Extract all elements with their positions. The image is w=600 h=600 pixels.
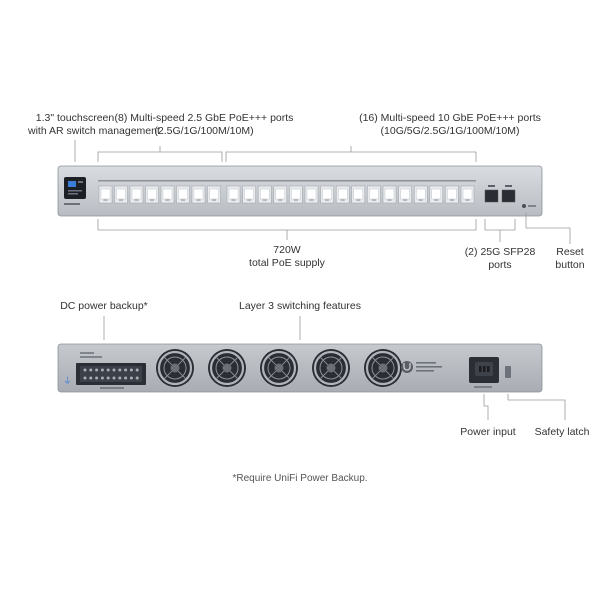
sfp28-ports <box>484 185 516 203</box>
reset-callout: Reset button <box>548 246 592 272</box>
rj45-port <box>335 185 350 204</box>
rj45-port <box>320 185 334 204</box>
ports-2-5g-group <box>98 185 221 204</box>
layer3-callout-line1: Layer 3 switching features <box>239 300 361 312</box>
reset-callout-line2: button <box>555 259 585 271</box>
cooling-fans <box>156 349 402 387</box>
layer3-callout: Layer 3 switching features <box>230 300 370 313</box>
reset-button-hole <box>522 204 526 208</box>
rj45-port <box>257 185 272 204</box>
fan-icon <box>208 349 246 387</box>
back-callout-lines <box>103 316 566 420</box>
rj45-port <box>114 185 128 204</box>
safety-latch-callout-line1: Safety latch <box>534 426 590 438</box>
rj45-port <box>351 185 366 204</box>
rj45-port <box>129 185 144 204</box>
back-panel: ⏚ <box>57 343 543 393</box>
footnote: *Require UniFi Power Backup. <box>232 473 368 484</box>
dc-backup-callout-line1: DC power backup* <box>60 300 148 312</box>
safety-latch <box>505 366 511 378</box>
rj45-port <box>413 185 428 204</box>
rj45-port <box>226 185 241 204</box>
rj45-port <box>98 185 113 204</box>
dc-power-connector <box>76 363 146 389</box>
safety-latch-callout: Safety latch <box>528 426 596 439</box>
fan-icon <box>364 349 402 387</box>
sfp28-callout: (2) 25G SFP28 ports <box>460 246 540 272</box>
rj45-port <box>289 185 303 204</box>
ports-2-5g-callout-line1: (8) Multi-speed 2.5 GbE PoE+++ ports <box>114 112 294 124</box>
touchscreen-callout: 1.3" touchscreen with AR switch manageme… <box>28 112 160 138</box>
ports-10g-group <box>226 185 475 204</box>
rj45-port <box>145 185 159 204</box>
ports-10g-callout: (16) Multi-speed 10 GbE PoE+++ ports (10… <box>356 112 544 138</box>
poe-supply-callout-line1: 720W <box>273 244 301 256</box>
rj45-port <box>398 185 412 204</box>
touchscreen-callout-line1: 1.3" touchscreen <box>35 112 115 124</box>
power-input-callout-line1: Power input <box>460 426 516 438</box>
dc-backup-callout: DC power backup* <box>54 300 154 313</box>
sfp28-callout-line1: (2) 25G SFP28 <box>464 246 536 258</box>
rj45-port <box>429 185 444 204</box>
ports-2-5g-callout-line2: (2.5G/1G/100M/10M) <box>154 125 254 137</box>
power-input-callout: Power input <box>452 426 524 439</box>
rj45-port <box>445 185 459 204</box>
rj45-port <box>367 185 381 204</box>
poe-supply-callout-line2: total PoE supply <box>249 257 325 269</box>
touchscreen-display <box>64 177 86 205</box>
ports-10g-callout-line1: (16) Multi-speed 10 GbE PoE+++ ports <box>359 112 541 124</box>
ubiquiti-logo-icon <box>401 361 442 373</box>
rj45-port <box>304 185 319 204</box>
power-socket-icon <box>469 357 499 388</box>
rj45-port <box>191 185 206 204</box>
rj45-port <box>460 185 475 204</box>
front-callout-lines <box>74 140 571 244</box>
touchscreen-callout-line2: with AR switch management <box>28 125 160 137</box>
rj45-port <box>242 185 256 204</box>
fan-icon <box>156 349 194 387</box>
reset-callout-line1: Reset <box>556 246 584 258</box>
front-panel <box>57 165 543 217</box>
fan-icon <box>312 349 350 387</box>
rj45-port <box>382 185 397 204</box>
svg-text:⏚: ⏚ <box>63 376 72 387</box>
poe-supply-callout: 720W total PoE supply <box>237 244 337 270</box>
rj45-port <box>160 185 175 204</box>
ports-10g-callout-line2: (10G/5G/2.5G/1G/100M/10M) <box>380 125 520 137</box>
rj45-port <box>176 185 190 204</box>
sfp28-callout-line2: ports <box>488 259 512 271</box>
fan-icon <box>260 349 298 387</box>
rj45-port <box>273 185 288 204</box>
ports-2-5g-callout: (8) Multi-speed 2.5 GbE PoE+++ ports (2.… <box>114 112 294 138</box>
rj45-port <box>207 185 221 204</box>
